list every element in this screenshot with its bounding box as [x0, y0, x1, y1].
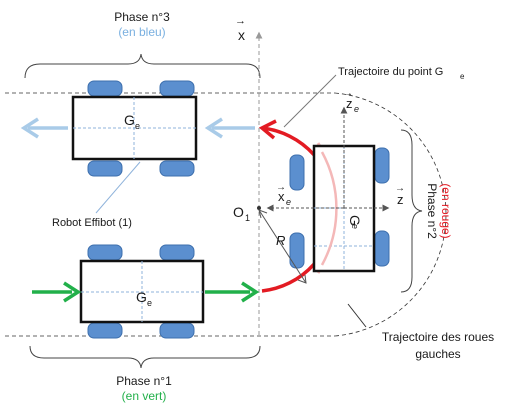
x-e-arrow: →	[276, 182, 286, 193]
robot-leader	[95, 161, 141, 214]
x-e-label: x	[278, 189, 285, 204]
traj-point-sub: e	[460, 72, 465, 81]
radius-arrowhead	[297, 274, 307, 284]
robot-phase1: G e	[79, 244, 205, 339]
z-e-arrow: →	[343, 88, 353, 99]
radius-label: R	[276, 233, 285, 248]
phase1-title: Phase n°1	[116, 374, 172, 388]
phase1-brace	[29, 345, 261, 369]
wheel	[159, 160, 195, 177]
origin-sub: 1	[245, 213, 250, 223]
x-axis-arrow: →	[235, 15, 246, 27]
x-axis-label: x	[238, 27, 245, 43]
origin-label: O	[233, 204, 244, 220]
wheel	[87, 160, 123, 177]
wheel	[87, 80, 123, 97]
z-right-arrow: →	[395, 183, 405, 194]
phase3-note: (en bleu)	[118, 25, 165, 39]
traj-point-label: Trajectoire du point G	[338, 66, 443, 78]
z-right-label: z	[397, 192, 404, 207]
robot-center-sub: e	[135, 121, 140, 131]
traj-point-leader	[283, 74, 337, 128]
phase3-arrowhead-left	[20, 117, 39, 139]
phase2-title: Phase n°2	[425, 183, 439, 239]
robot-center-label: G	[136, 289, 147, 305]
x-e-sub: e	[286, 197, 291, 207]
wheel	[289, 232, 305, 269]
wheel	[159, 244, 195, 261]
phase2-brace	[400, 129, 423, 293]
phase1-arrowhead-left	[63, 281, 82, 303]
phase3-title: Phase n°3	[114, 10, 170, 24]
wheel	[159, 80, 195, 97]
wheel	[87, 244, 123, 261]
wheel	[289, 154, 305, 191]
origin-point	[257, 206, 261, 210]
phase3-arrowhead-right	[204, 117, 223, 139]
z-e-label: z	[346, 96, 353, 111]
traj-wheels-label-1: Trajectoire des roues	[382, 330, 494, 344]
phase3-brace	[24, 53, 261, 79]
wheel	[87, 322, 123, 339]
wheel	[374, 147, 390, 184]
phase1-arrowhead-right	[241, 281, 260, 303]
wheel	[374, 230, 390, 267]
phase1-note: (en vert)	[122, 389, 167, 403]
robot-center-sub: e	[350, 224, 360, 229]
robot-label: Robot Effibot (1)	[52, 217, 132, 229]
phase2-arrowhead	[258, 119, 277, 140]
radius-arrowhead-start	[258, 209, 268, 219]
traj-wheels-label-2: gauches	[415, 347, 460, 361]
robot-center-label: G	[124, 112, 135, 128]
wheel	[159, 322, 195, 339]
z-e-sub: e	[354, 104, 359, 114]
phase2-note: (en rouge)	[439, 183, 453, 238]
traj-wheels-leader	[347, 303, 367, 328]
radius-line	[258, 209, 307, 284]
robot-center-label: G	[347, 215, 363, 226]
robot-phase3: G e	[71, 80, 198, 177]
robot-center-sub: e	[147, 298, 152, 308]
